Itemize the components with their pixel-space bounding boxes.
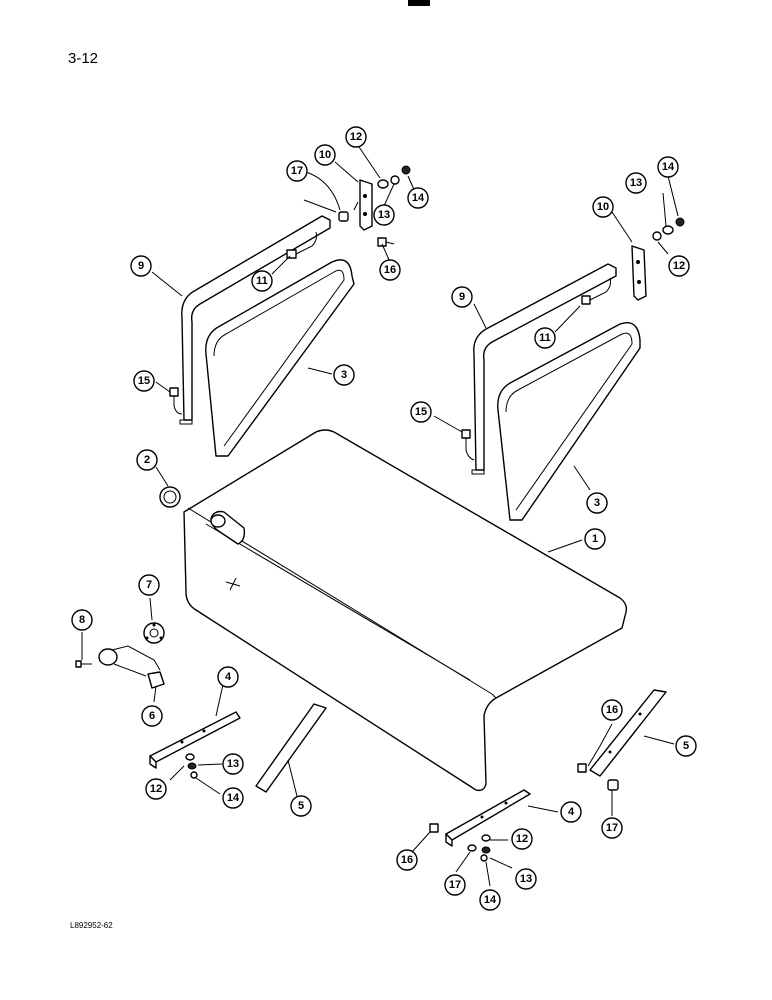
- callout-17: 17: [444, 874, 466, 896]
- left-upper-bracket: [359, 179, 373, 231]
- callout-6: 6: [141, 705, 163, 727]
- callout-10: 10: [592, 196, 614, 218]
- svg-text:14: 14: [412, 192, 425, 204]
- callout-13: 13: [625, 172, 647, 194]
- svg-text:17: 17: [606, 822, 618, 834]
- callout-13: 13: [515, 868, 537, 890]
- lower-pad-right: [577, 689, 667, 791]
- callout-14: 14: [407, 187, 429, 209]
- svg-text:7: 7: [146, 579, 152, 591]
- callout-10: 10: [314, 144, 336, 166]
- callout-7: 7: [138, 574, 160, 596]
- svg-text:5: 5: [683, 740, 689, 752]
- left-strap-pad: [205, 259, 355, 457]
- svg-text:16: 16: [384, 264, 396, 276]
- sender-screw: [75, 660, 92, 668]
- svg-text:12: 12: [350, 131, 362, 143]
- top-rule: [408, 0, 430, 6]
- callout-15: 15: [133, 370, 155, 392]
- callout-9: 9: [451, 286, 473, 308]
- svg-text:11: 11: [539, 332, 551, 344]
- filler-cap: [159, 486, 181, 508]
- svg-text:3: 3: [341, 369, 347, 381]
- page-number: 3-12: [68, 50, 99, 67]
- svg-text:3: 3: [594, 497, 600, 509]
- svg-text:12: 12: [673, 260, 685, 272]
- svg-text:17: 17: [291, 165, 303, 177]
- callout-13: 13: [373, 204, 395, 226]
- svg-text:13: 13: [227, 758, 239, 770]
- svg-text:4: 4: [568, 806, 575, 818]
- callout-2: 2: [136, 449, 158, 471]
- svg-text:14: 14: [662, 161, 675, 173]
- sender-gasket: [143, 622, 165, 644]
- callout-12: 12: [345, 126, 367, 148]
- svg-text:13: 13: [378, 209, 390, 221]
- svg-text:11: 11: [256, 275, 268, 287]
- callout-17: 17: [601, 817, 623, 839]
- svg-text:12: 12: [516, 833, 528, 845]
- lower-left-bracket: [149, 711, 241, 779]
- svg-text:10: 10: [319, 149, 331, 161]
- callout-12: 12: [668, 255, 690, 277]
- callout-14: 14: [479, 889, 501, 911]
- callout-13: 13: [222, 753, 244, 775]
- svg-text:2: 2: [144, 454, 150, 466]
- hardware: [169, 165, 685, 461]
- fuel-sender: [98, 645, 165, 689]
- callout-8: 8: [71, 609, 93, 631]
- svg-text:8: 8: [79, 614, 85, 626]
- right-tank-strap: [471, 263, 617, 475]
- lower-pad-left: [255, 703, 327, 793]
- callout-14: 14: [222, 787, 244, 809]
- callout-17: 17: [286, 160, 308, 182]
- svg-text:6: 6: [149, 710, 155, 722]
- callout-5: 5: [290, 795, 312, 817]
- svg-text:15: 15: [138, 375, 150, 387]
- callout-14: 14: [657, 156, 679, 178]
- svg-text:9: 9: [138, 260, 144, 272]
- svg-text:13: 13: [630, 177, 642, 189]
- callout-9: 9: [130, 255, 152, 277]
- callout-16: 16: [379, 259, 401, 281]
- svg-text:14: 14: [484, 894, 497, 906]
- svg-text:13: 13: [520, 873, 532, 885]
- callout-3: 3: [333, 364, 355, 386]
- callout-16: 16: [396, 849, 418, 871]
- svg-text:17: 17: [449, 879, 461, 891]
- callout-4: 4: [560, 801, 582, 823]
- left-tank-strap: [179, 215, 331, 425]
- right-upper-bracket: [631, 245, 647, 301]
- svg-text:12: 12: [150, 783, 162, 795]
- svg-text:15: 15: [415, 406, 427, 418]
- fuel-tank: [183, 429, 628, 792]
- callout-12: 12: [511, 828, 533, 850]
- callout-15: 15: [410, 401, 432, 423]
- callout-3: 3: [586, 492, 608, 514]
- right-strap-pad: [497, 322, 641, 521]
- callout-16: 16: [601, 699, 623, 721]
- svg-text:14: 14: [227, 792, 240, 804]
- drawing-reference: L892952-62: [70, 921, 113, 930]
- svg-text:16: 16: [606, 704, 618, 716]
- svg-text:16: 16: [401, 854, 413, 866]
- leader-lines: [81, 143, 679, 887]
- lower-right-bracket: [429, 789, 531, 862]
- svg-text:9: 9: [459, 291, 465, 303]
- svg-text:4: 4: [225, 671, 232, 683]
- callout-5: 5: [675, 735, 697, 757]
- callout-4: 4: [217, 666, 239, 688]
- callout-11: 11: [251, 270, 273, 292]
- callout-12: 12: [145, 778, 167, 800]
- svg-text:5: 5: [298, 800, 304, 812]
- callout-1: 1: [584, 528, 606, 550]
- svg-text:1: 1: [592, 533, 598, 545]
- svg-text:10: 10: [597, 201, 609, 213]
- callout-11: 11: [534, 327, 556, 349]
